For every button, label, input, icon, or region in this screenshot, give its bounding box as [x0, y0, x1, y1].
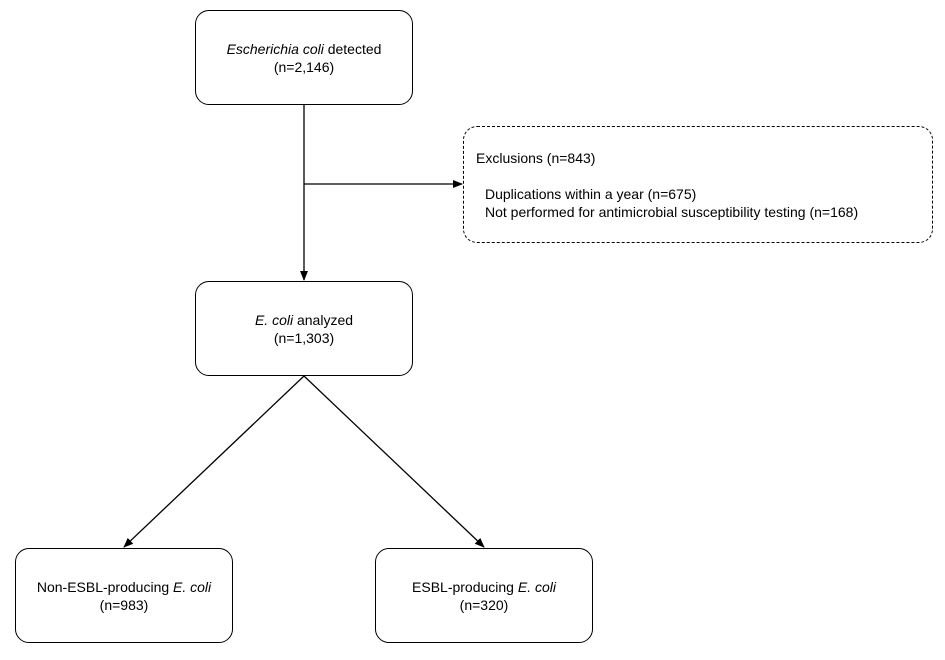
node-label-prefix: ESBL-producing [412, 578, 518, 595]
exclusion-item-no-ast: Not performed for antimicrobial suscepti… [485, 204, 859, 220]
node-non-esbl: Non-ESBL-producing E. coli (n=983) [15, 548, 233, 643]
node-count: (n=320) [459, 596, 509, 613]
organism-name: E. coli [517, 578, 556, 595]
exclusions-list: Duplications within a year (n=675) Not p… [485, 185, 858, 221]
node-esbl: ESBL-producing E. coli (n=320) [375, 548, 593, 643]
organism-name: E. coli [254, 311, 294, 328]
node-count: (n=2,146) [273, 58, 335, 75]
exclusion-item-duplications: Duplications within a year (n=675) [485, 186, 697, 202]
node-exclusions: Exclusions (n=843) Duplications within a… [463, 126, 933, 243]
node-ecoli-analyzed-label: E. coli analyzed [255, 311, 353, 329]
node-label-rest: detected [323, 40, 382, 57]
arrow-analyzed-to-esbl [303, 375, 485, 548]
node-count: (n=983) [99, 596, 149, 613]
node-ecoli-analyzed: E. coli analyzed (n=1,303) [195, 281, 413, 376]
node-ecoli-detected-label: Escherichia coli detected [227, 40, 382, 58]
node-non-esbl-label: Non-ESBL-producing E. coli [37, 578, 211, 596]
exclusions-title: Exclusions (n=843) [476, 150, 596, 166]
node-esbl-label: ESBL-producing E. coli [412, 578, 556, 596]
organism-name: E. coli [173, 578, 212, 595]
node-label-prefix: Non-ESBL-producing [36, 578, 174, 595]
node-ecoli-detected: Escherichia coli detected (n=2,146) [195, 10, 413, 105]
organism-name: Escherichia coli [226, 40, 324, 57]
node-count: (n=1,303) [273, 329, 335, 346]
arrow-analyzed-to-non-esbl [123, 375, 305, 548]
node-label-rest: analyzed [293, 311, 354, 328]
